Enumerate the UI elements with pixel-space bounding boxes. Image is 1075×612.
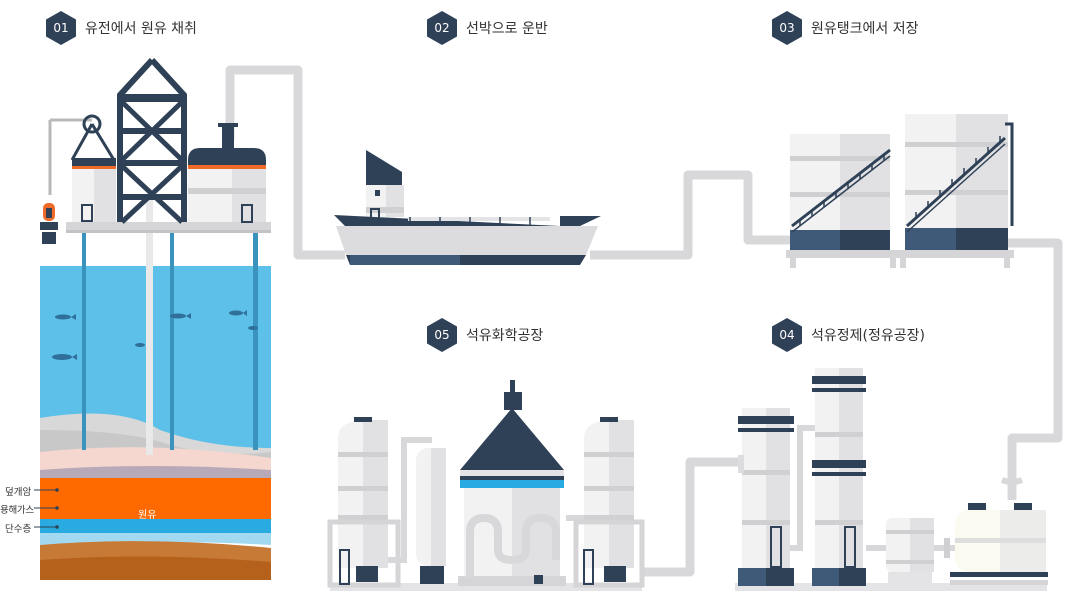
hexagon-icon: 04: [772, 318, 802, 352]
step-label: 석유화학공장: [466, 328, 544, 344]
petrochemical-plant: [327, 380, 645, 591]
step-number: 03: [779, 21, 795, 35]
hexagon-icon: 01: [46, 11, 76, 45]
step-05: 05 석유화학공장: [427, 318, 543, 352]
step-label: 선박으로 운반: [466, 21, 548, 37]
tanker-ship: [334, 150, 601, 265]
pipeline: [225, 65, 1063, 577]
hexagon-icon: 02: [427, 11, 457, 45]
storage-tanks: [786, 114, 1014, 268]
step-label: 유전에서 원유 채취: [85, 21, 197, 37]
step-label: 원유탱크에서 저장: [811, 21, 919, 37]
gas-label: 용해가스: [0, 505, 34, 516]
step-number: 05: [434, 328, 450, 342]
step-04: 04 석유정제(정유공장): [772, 318, 925, 352]
step-03: 03 원유탱크에서 저장: [772, 11, 919, 45]
step-number: 04: [779, 328, 795, 342]
sea-section: [34, 195, 271, 580]
oil-platform: [40, 57, 271, 244]
hexagon-icon: 05: [427, 318, 457, 352]
step-number: 01: [53, 21, 69, 35]
water-layer-label: 단수층: [5, 524, 32, 535]
step-02: 02 선박으로 운반: [427, 11, 548, 45]
step-number: 02: [434, 21, 450, 35]
cap-rock-label: 덮개암: [5, 487, 32, 498]
step-label: 석유정제(정유공장): [811, 328, 925, 344]
step-01: 01 유전에서 원유 채취: [46, 11, 197, 45]
hexagon-icon: 03: [772, 11, 802, 45]
refinery: [735, 368, 1048, 591]
crude-oil-label: 원유: [138, 510, 157, 521]
